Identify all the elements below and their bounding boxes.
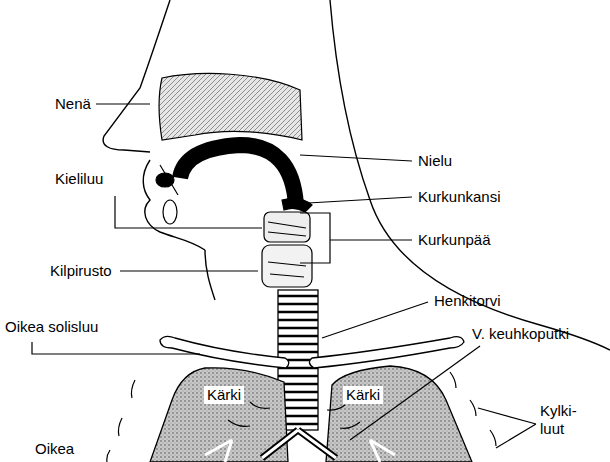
part-label: Kieliluu — [55, 170, 103, 188]
part-label: Nielu — [418, 152, 452, 170]
nasal-cavity — [159, 74, 302, 140]
mouth-parts — [156, 165, 178, 224]
clavicle — [160, 336, 464, 368]
part-label: Kurkunpää — [418, 231, 491, 249]
part-label: V. keuhkoputki — [472, 325, 569, 343]
part-label: Kilpirusto — [50, 262, 112, 280]
bronchi — [262, 430, 336, 458]
rib — [107, 372, 496, 462]
part-label: Nenä — [55, 95, 91, 113]
pharynx — [180, 145, 296, 205]
part-label: Kärki — [204, 386, 244, 404]
leader-line — [32, 104, 536, 448]
part-label: Oikea solisluu — [5, 318, 98, 336]
larynx — [262, 198, 312, 287]
part-label: Kärki — [343, 386, 383, 404]
part-label: Kurkunkansi — [418, 188, 501, 206]
bronchi-inner — [205, 430, 395, 462]
part-label: Henkitorvi — [434, 292, 501, 310]
body-outline — [103, 0, 610, 350]
left-lung — [326, 366, 472, 462]
part-label: Oikea — [35, 440, 74, 458]
part-label: Kylki- luut — [540, 402, 588, 438]
